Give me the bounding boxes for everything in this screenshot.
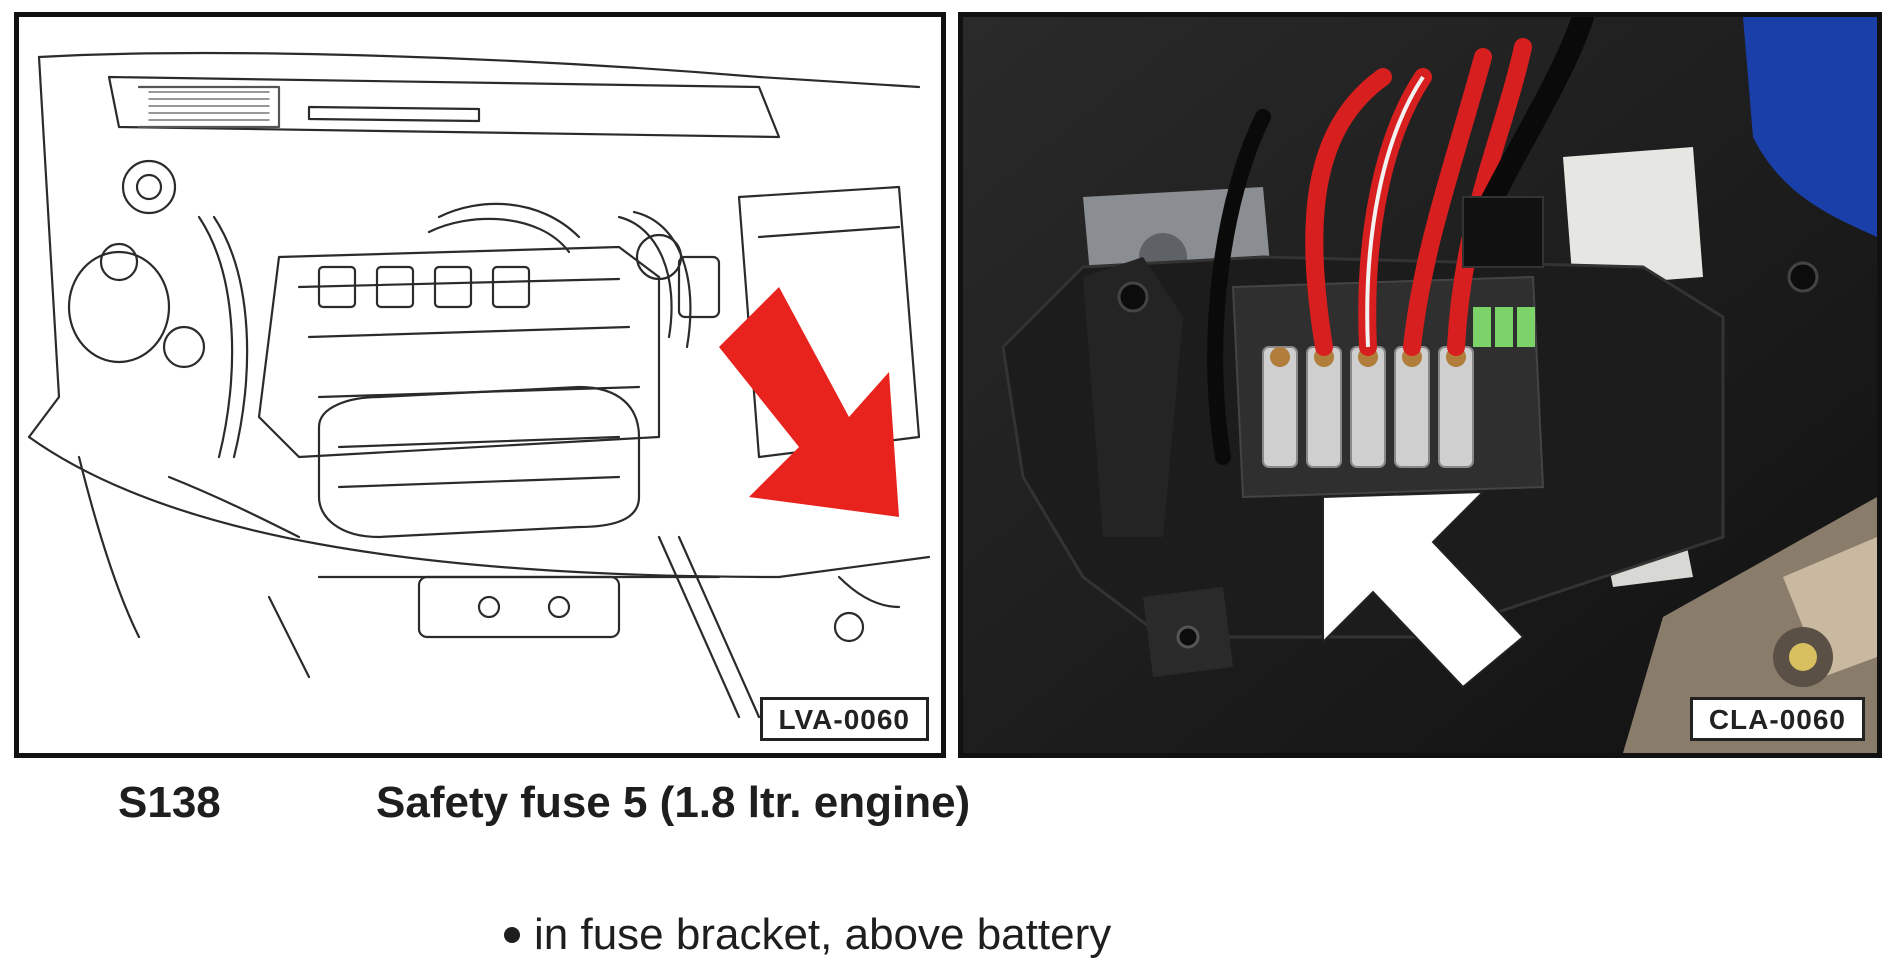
bullet-icon xyxy=(504,927,520,943)
component-title: Safety fuse 5 (1.8 ltr. engine) xyxy=(376,778,971,827)
engine-line-art xyxy=(27,51,931,719)
fuse-bracket-photo-art xyxy=(963,17,1877,753)
component-location: in fuse bracket, above battery xyxy=(504,910,1111,960)
component-location-text: in fuse bracket, above battery xyxy=(534,910,1112,959)
red-arrow-icon xyxy=(719,287,899,517)
component-code: S138 xyxy=(118,778,221,827)
figure-reference-code: CLA-0060 xyxy=(1689,697,1865,741)
fuse-bracket-photo: CLA-0060 xyxy=(958,12,1882,758)
figure-reference-code: LVA-0060 xyxy=(759,697,929,741)
engine-compartment-drawing: LVA-0060 xyxy=(14,12,946,758)
white-arrow-icon xyxy=(1322,490,1525,689)
